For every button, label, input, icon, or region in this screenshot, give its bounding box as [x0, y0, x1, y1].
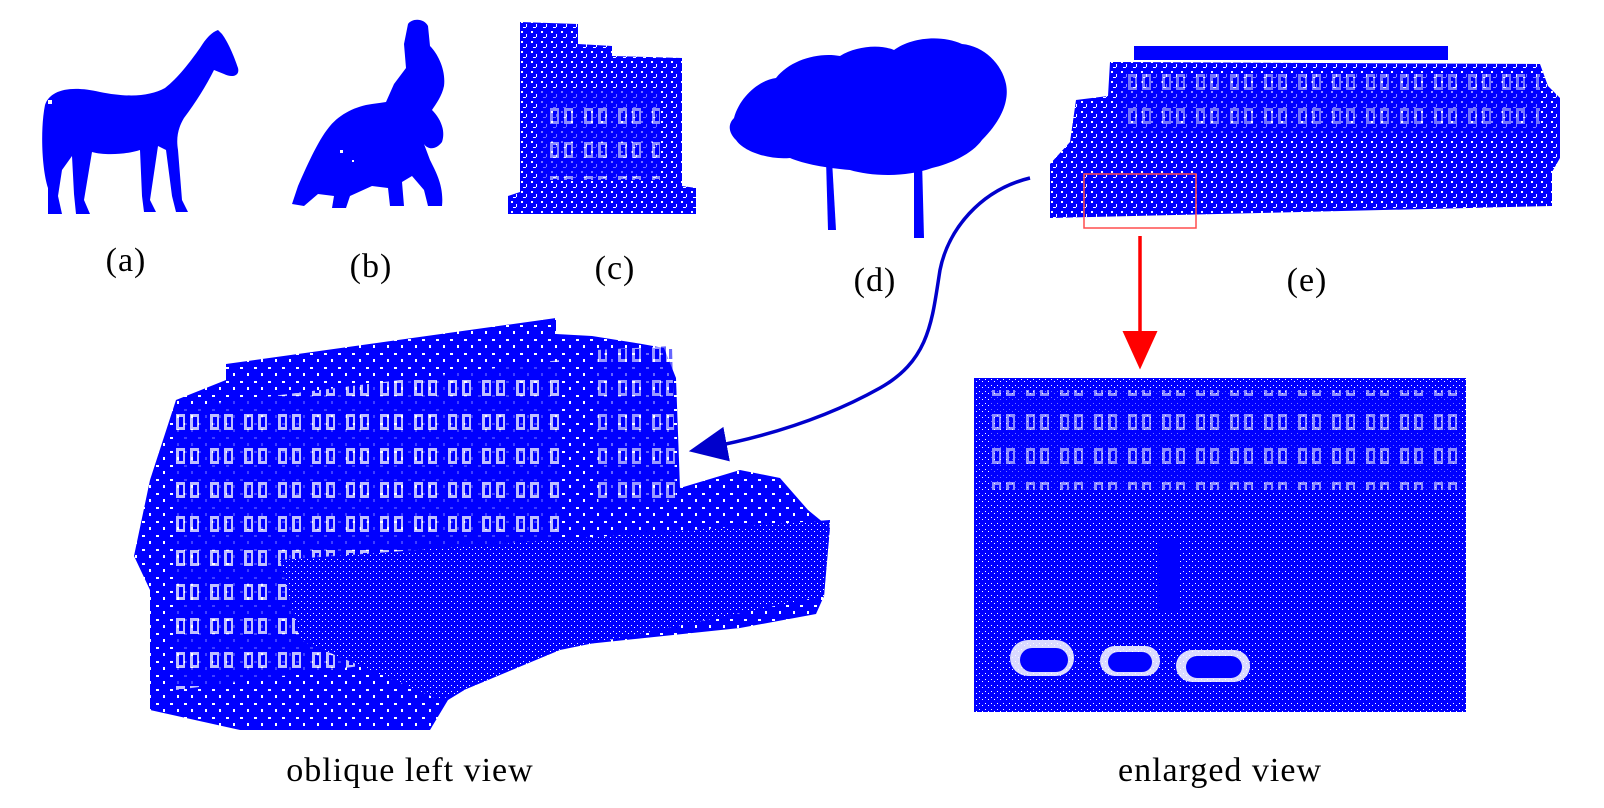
- highlight-box: [1083, 173, 1197, 229]
- oblique-view-label: oblique left view: [286, 752, 534, 789]
- building-point-cloud: [508, 22, 696, 214]
- oblique-view-point-cloud: [134, 318, 830, 730]
- panel-a-label: (a): [105, 242, 147, 279]
- enlarged-view-label: enlarged view: [1117, 752, 1323, 789]
- panel-c-label: (c): [594, 250, 636, 287]
- panel-b-label: (b): [349, 248, 393, 285]
- panel-d-label: (d): [853, 262, 897, 299]
- panel-e-label: (e): [1286, 262, 1328, 299]
- street-scene-point-cloud: [1050, 46, 1560, 229]
- enlarged-view-point-cloud: [974, 378, 1466, 712]
- elephant-point-cloud: [292, 19, 445, 209]
- horse-point-cloud: [42, 30, 239, 214]
- arrow-to-oblique-view: [688, 176, 1031, 462]
- tree-point-cloud: [729, 38, 1007, 238]
